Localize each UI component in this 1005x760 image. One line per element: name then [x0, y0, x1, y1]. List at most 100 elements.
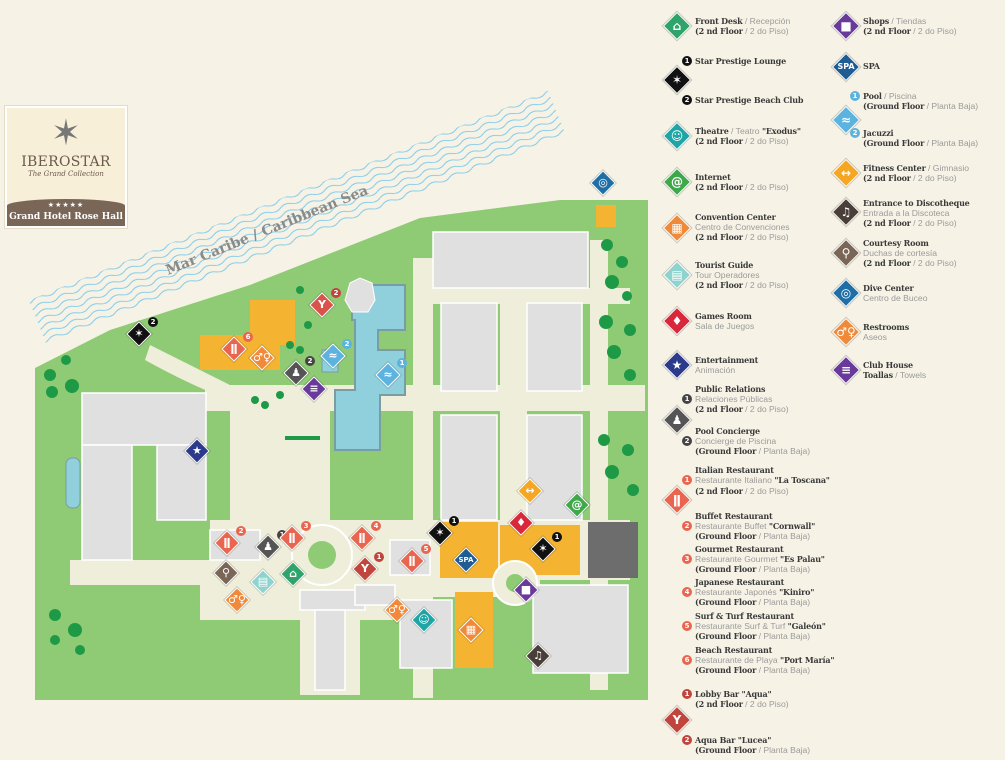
- legend-icon-discotheque: ♫: [831, 197, 861, 227]
- legend-label-light: / Planta Baja): [756, 564, 811, 574]
- marker-badge: 2: [331, 288, 341, 298]
- marker-shops[interactable]: ■: [513, 577, 539, 603]
- marker-theatre[interactable]: ☺: [411, 607, 437, 633]
- legend-label-bold: (Ground Floor: [695, 597, 757, 607]
- legend-line-internet: Internet: [695, 172, 731, 182]
- legend-line-tourist-guide: Tourist Guide: [695, 260, 753, 270]
- legend-line-discotheque: (2 nd Floor / 2 do Piso): [863, 218, 957, 228]
- marker-spa[interactable]: SPA: [453, 547, 479, 573]
- marker-club-house[interactable]: ≡: [301, 376, 327, 402]
- legend-label-light: / 2 do Piso): [910, 258, 957, 268]
- legend-line-restaurants: (Ground Floor / Planta Baja): [695, 564, 810, 574]
- legend-label-bold: (2 nd Floor: [863, 258, 911, 268]
- marker-star-prestige-lounge[interactable]: ✶1: [427, 516, 459, 546]
- marker-star-prestige-lounge-2[interactable]: ✶1: [530, 532, 562, 562]
- marker-entertainment[interactable]: ★: [184, 438, 210, 464]
- legend-label-light: Restaurante Surf & Turf: [695, 621, 788, 631]
- legend-icon-entertainment: ★: [662, 350, 692, 380]
- legend-line-club-house: Toallas / Towels: [863, 370, 926, 380]
- legend-label-bold: Buffet Restaurant: [695, 511, 773, 521]
- legend-label-light: / 2 do Piso): [910, 218, 957, 228]
- legend-label-bold: (2 nd Floor: [695, 232, 743, 242]
- marker-star-prestige-beach-club[interactable]: ✶2: [126, 317, 158, 347]
- cocktail-icon: Y: [361, 562, 369, 575]
- legend-badge: 5: [682, 621, 692, 631]
- masks-icon: ☺: [418, 613, 430, 626]
- legend-line-tourist-guide: (2 nd Floor / 2 do Piso): [695, 280, 789, 290]
- legend-badge: 2: [682, 436, 692, 446]
- legend-line-games-room: Sala de Juegos: [695, 321, 754, 331]
- marker-discotheque[interactable]: ♫: [525, 643, 551, 669]
- marker-games-room[interactable]: ♦: [508, 510, 534, 536]
- legend-line-club-house: Club House: [863, 360, 913, 370]
- legend-line-bars: (2 nd Floor / 2 do Piso): [695, 699, 789, 709]
- legend-line-public-relations: (Ground Floor / Planta Baja): [695, 446, 810, 456]
- marker-convention-center[interactable]: ▦: [458, 617, 484, 643]
- marker-jacuzzi[interactable]: ≈2: [320, 339, 352, 369]
- marker-internet[interactable]: @: [564, 492, 590, 518]
- marker-front-desk[interactable]: ⌂: [280, 561, 306, 587]
- marker-restrooms-beach[interactable]: ♂♀: [249, 345, 275, 371]
- star-icon: ✶: [435, 526, 445, 539]
- dumbbell-icon: ↔: [840, 166, 852, 180]
- marker-restrooms-theatre[interactable]: ♂♀: [384, 597, 410, 623]
- legend-icon-fitness-center: ↔: [831, 158, 861, 188]
- legend-icon-restrooms: ♂♀: [831, 317, 861, 347]
- marker-badge: 1: [552, 532, 562, 542]
- legend-label-bold: Japanese Restaurant: [695, 577, 785, 587]
- legend-label-bold: Toallas: [863, 370, 893, 380]
- swimmer-icon: ≈: [328, 349, 338, 362]
- legend-icon-spa: SPA: [831, 52, 861, 82]
- table-icon: ▦: [671, 221, 683, 235]
- legend-badge: 6: [682, 655, 692, 665]
- legend-line-shops: (2 nd Floor / 2 do Piso): [863, 26, 957, 36]
- legend-label-light: / 2 do Piso): [742, 232, 789, 242]
- marker-restrooms-lobby[interactable]: ♂♀: [224, 587, 250, 613]
- restroom-icon: ♂♀: [388, 603, 406, 616]
- marker-badge: 1: [449, 516, 459, 526]
- cocktail-icon: Y: [318, 298, 326, 311]
- legend-label-light: / Planta Baja): [924, 101, 979, 111]
- legend-line-bars: (Ground Floor / Planta Baja): [695, 745, 810, 755]
- marker-badge: 2: [236, 526, 246, 536]
- marker-tourist-guide[interactable]: ▤: [250, 569, 276, 595]
- marker-dive-center[interactable]: ◎: [590, 170, 616, 196]
- legend-line-courtesy-room: Courtesy Room: [863, 238, 929, 248]
- legend-label-bold: (2 nd Floor: [695, 136, 743, 146]
- legend-label-bold: "Galeón": [787, 621, 826, 631]
- legend-line-restaurants: Japanese Restaurant: [695, 577, 784, 587]
- marker-pool[interactable]: ≈1: [375, 358, 407, 388]
- marker-pool-concierge[interactable]: ♟2: [283, 356, 315, 386]
- legend-label-bold: "Exodus": [761, 126, 801, 136]
- legend-line-fitness-center: (2 nd Floor / 2 do Piso): [863, 173, 957, 183]
- legend-label-light: / 2 do Piso): [742, 699, 789, 709]
- star-icon: ✶: [134, 327, 144, 340]
- legend-label-bold: Aqua Bar "Lucea": [695, 735, 772, 745]
- legend-icon-pool: ≈: [831, 105, 861, 135]
- spa-icon: SPA: [458, 556, 474, 564]
- legend-label-bold: Internet: [695, 172, 731, 182]
- concierge-icon: ♟: [671, 413, 683, 427]
- legend-label-bold: Pool: [863, 91, 882, 101]
- marker-courtesy-room[interactable]: ⚲: [213, 560, 239, 586]
- cutlery-icon: ǁ: [288, 531, 296, 544]
- marker-public-relations[interactable]: ♟1: [255, 530, 287, 560]
- legend-line-restaurants: Buffet Restaurant: [695, 511, 773, 521]
- towels-icon: ≡: [840, 363, 852, 377]
- snorkel-icon: ◎: [598, 176, 608, 189]
- legend-line-front-desk: Front Desk / Recepción: [695, 16, 790, 26]
- legend-line-spa: SPA: [863, 61, 880, 71]
- marker-fitness-center[interactable]: ↔: [517, 478, 543, 504]
